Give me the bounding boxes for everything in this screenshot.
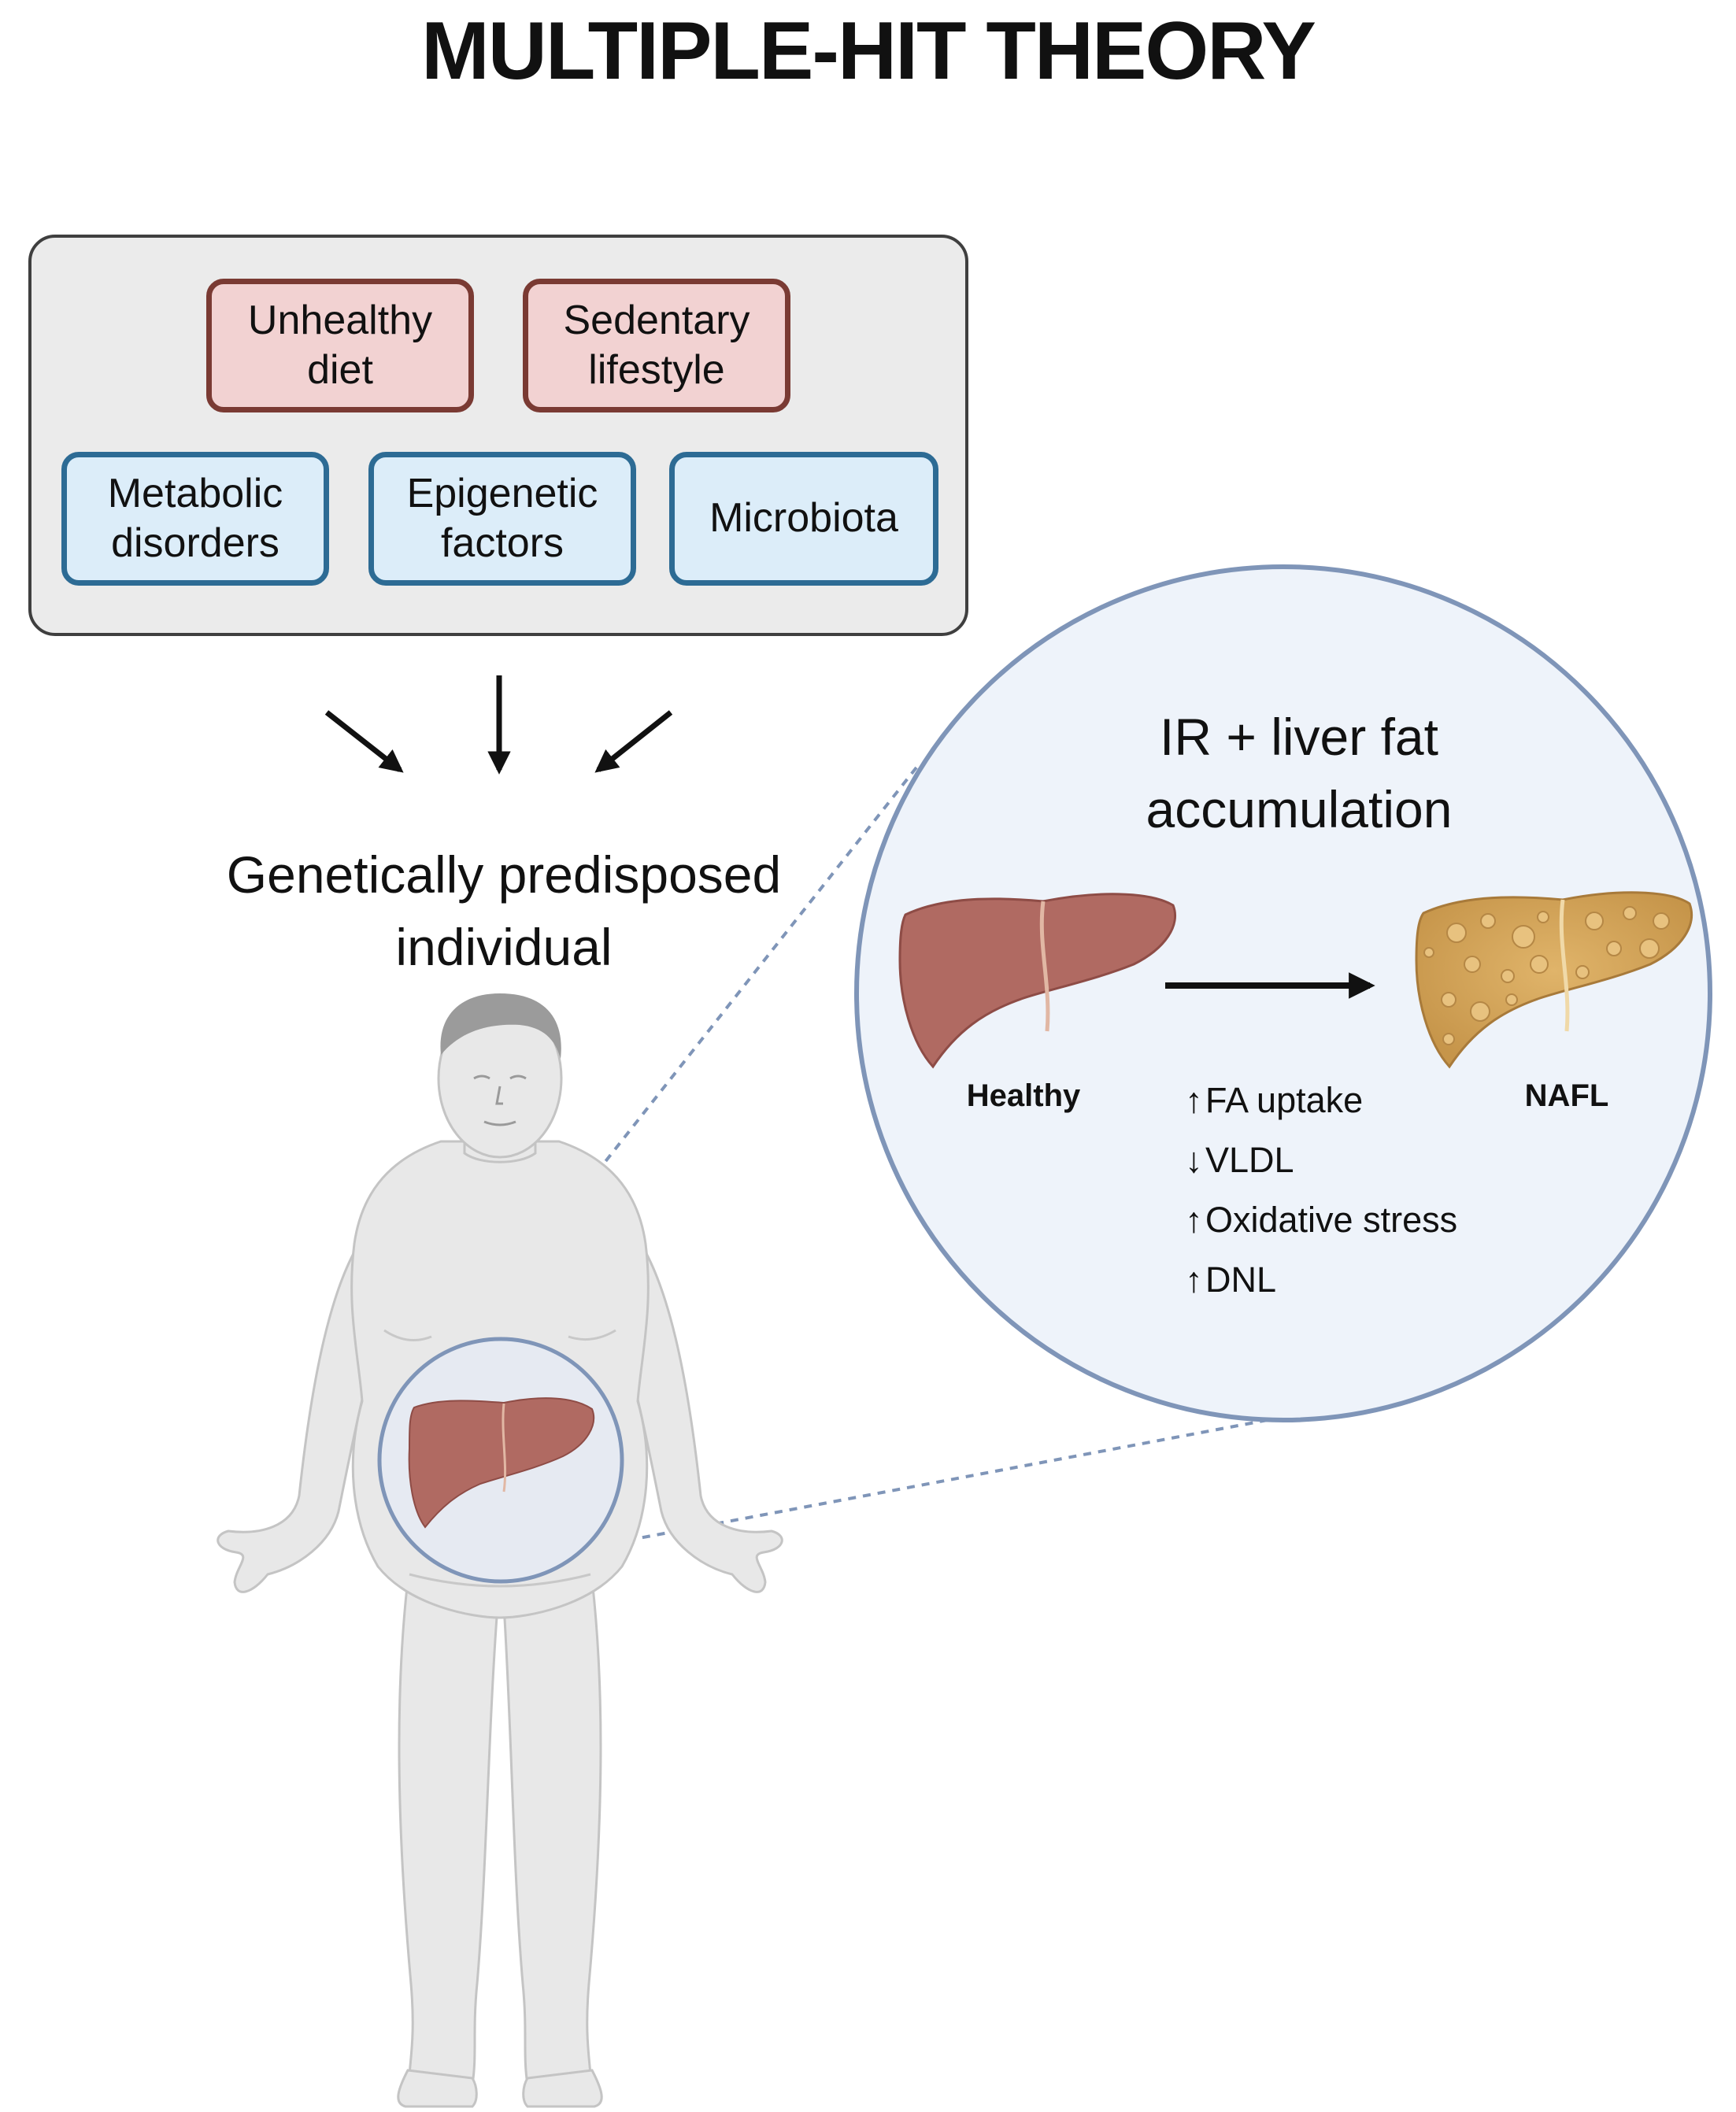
healthy-liver-label: Healthy xyxy=(966,1078,1081,1113)
zoom-title: IR + liver fat accumulation xyxy=(1146,708,1453,839)
change-item: ↑ Oxidative stress xyxy=(1185,1190,1457,1250)
left-arm xyxy=(217,1226,395,1593)
zoom-circle xyxy=(854,564,1712,1422)
right-foot xyxy=(522,2069,603,2108)
zoom-line-upper xyxy=(452,766,918,1356)
up-arrow-icon: ↑ xyxy=(1185,1080,1203,1120)
down-arrow-icon: ↓ xyxy=(1185,1140,1203,1180)
factor-label: Epigenetic factors xyxy=(406,470,598,566)
factor-sedentary-lifestyle: Sedentary lifestyle xyxy=(523,279,790,412)
arrow-left-icon xyxy=(324,710,404,773)
nafl-liver-label: NAFL xyxy=(1524,1078,1609,1113)
change-label: VLDL xyxy=(1205,1140,1294,1180)
converging-arrows xyxy=(324,675,673,775)
right-leg xyxy=(502,1564,602,2090)
factor-label: Microbiota xyxy=(709,495,898,542)
left-leg xyxy=(398,1564,499,2090)
change-item: ↑ FA uptake xyxy=(1185,1071,1457,1130)
factor-label: Metabolic disorders xyxy=(107,470,283,566)
right-arm xyxy=(605,1226,783,1593)
face-details xyxy=(473,1074,527,1126)
change-label: FA uptake xyxy=(1205,1080,1364,1120)
factor-label: Sedentary lifestyle xyxy=(563,297,750,393)
up-arrow-icon: ↑ xyxy=(1185,1200,1203,1240)
body-liver-icon xyxy=(408,1397,595,1529)
up-arrow-icon: ↑ xyxy=(1185,1259,1203,1300)
change-label: DNL xyxy=(1205,1259,1277,1300)
factor-metabolic-disorders: Metabolic disorders xyxy=(61,452,329,586)
body-contours xyxy=(383,1329,616,1588)
change-item: ↓ VLDL xyxy=(1185,1130,1457,1190)
change-label: Oxidative stress xyxy=(1205,1200,1458,1240)
metabolic-changes-list: ↑ FA uptake ↓ VLDL ↑ Oxidative stress ↑ … xyxy=(1185,1071,1457,1310)
fatty-liver-icon xyxy=(1415,891,1693,1069)
factor-microbiota: Microbiota xyxy=(669,452,938,586)
fat-droplets xyxy=(1423,906,1670,1045)
change-item: ↑ DNL xyxy=(1185,1250,1457,1310)
factor-unhealthy-diet: Unhealthy diet xyxy=(206,279,474,412)
hair xyxy=(440,993,561,1059)
zoom-line-lower xyxy=(550,1418,1268,1556)
left-foot xyxy=(397,2069,478,2108)
factor-label: Unhealthy diet xyxy=(247,297,433,393)
zoom-connector-lines xyxy=(452,766,1268,1556)
arrow-right-icon xyxy=(594,710,673,773)
subject-caption: Genetically predisposed individual xyxy=(226,845,782,977)
healthy-liver-icon xyxy=(898,893,1177,1069)
diagram-title: MULTIPLE-HIT THEORY xyxy=(421,6,1316,97)
factor-epigenetic-factors: Epigenetic factors xyxy=(368,452,636,586)
